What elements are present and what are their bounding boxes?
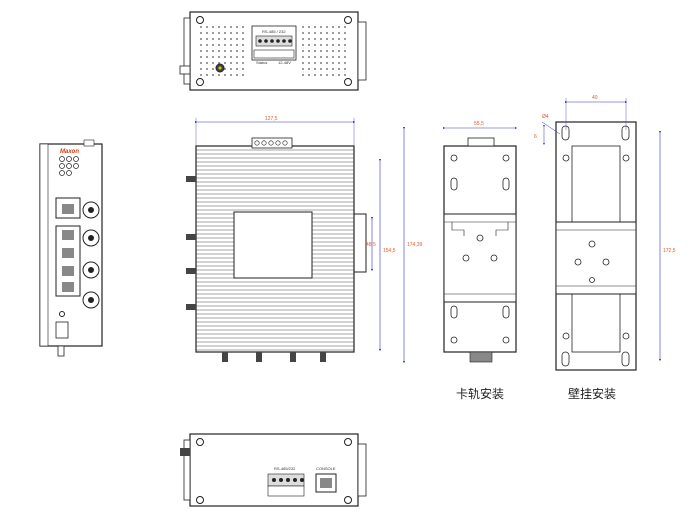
hole-diameter-dim: Ø4 <box>542 114 549 120</box>
status-label: Status <box>256 60 267 65</box>
bottom-view: RS-485/232 CONSOLE <box>180 433 367 507</box>
port-panel-view: Maxon <box>39 139 103 357</box>
screw-icon <box>196 78 204 86</box>
front-view: 127,5 174,39 154,5 48,5 <box>186 116 423 364</box>
brand-logo: Maxon <box>60 149 79 155</box>
screw-icon <box>196 16 204 24</box>
hole-offset-dim: 6 <box>534 134 537 140</box>
bottom-terminal-label: RS-485/232 <box>274 466 296 471</box>
top-terminal-label: RS-485 / 232 <box>262 29 286 34</box>
screw-icon <box>344 78 352 86</box>
screw-icon <box>196 496 204 504</box>
console-label: CONSOLE <box>316 466 336 471</box>
front-width-dim: 127,5 <box>265 116 278 122</box>
rail-mount-caption: 卡轨安装 <box>456 386 504 401</box>
wall-mount-caption: 壁挂安装 <box>568 386 616 401</box>
top-view: RS-485 / 232 Status 12-48V <box>179 11 367 91</box>
wall-mount-view: 40 172,5 Ø4 6 壁挂安装 <box>534 95 676 401</box>
screw-icon <box>344 496 352 504</box>
power-label: 12-48V <box>278 60 291 65</box>
reset-button-icon <box>59 311 65 317</box>
side-width-dim: 55,5 <box>474 121 484 127</box>
rail-mount-view: 55,5 卡轨安装 <box>442 121 518 401</box>
rail-height-dim: 48,5 <box>366 242 376 248</box>
screw-icon <box>196 438 204 446</box>
front-inner-height-dim: 154,5 <box>383 248 396 254</box>
screw-icon <box>344 438 352 446</box>
screw-icon <box>344 16 352 24</box>
wall-width-dim: 40 <box>592 95 598 101</box>
front-height-dim: 174,39 <box>407 242 423 248</box>
wall-height-dim: 172,5 <box>663 248 676 254</box>
console-port <box>55 321 69 339</box>
